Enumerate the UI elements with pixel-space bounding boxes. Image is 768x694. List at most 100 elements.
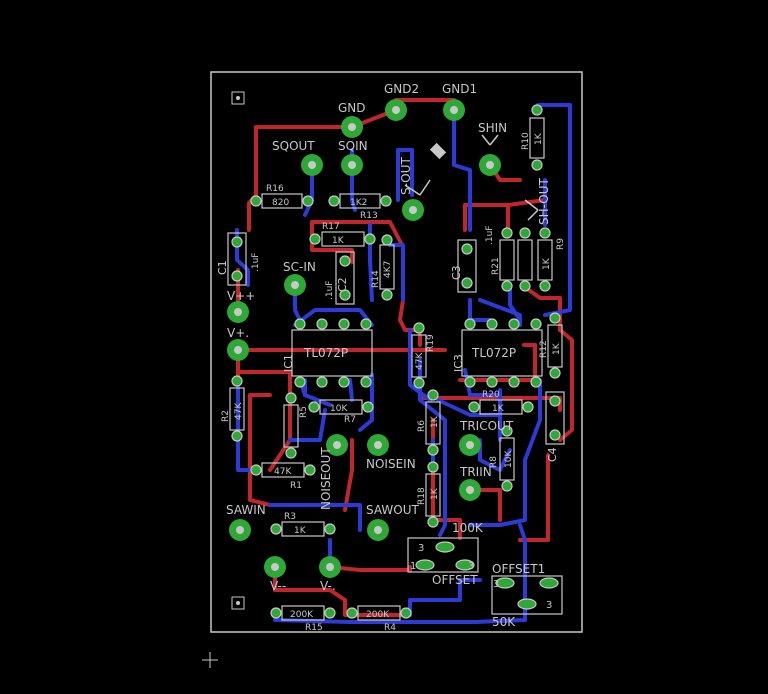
pad-sawin: [229, 519, 251, 541]
value-r8: 10K: [504, 450, 514, 468]
value-r6: 1K: [430, 415, 440, 428]
label-gnd: GND: [338, 101, 366, 115]
ref-c4: C4: [546, 447, 559, 462]
value-r12: 1K: [552, 342, 562, 355]
origin-cross: [202, 652, 218, 668]
ref-r10: R10: [521, 132, 531, 150]
label-gnd1: GND1: [442, 82, 477, 96]
value-ic1: TL072P: [303, 346, 348, 360]
label-sawin: SAWIN: [226, 503, 266, 517]
value-r17: 1K: [332, 236, 345, 246]
ref-r19: R19: [426, 334, 436, 352]
pad-vmm: [264, 556, 286, 578]
label-sh-out: SH-OUT: [537, 177, 551, 225]
ref-r2: R2: [221, 410, 231, 422]
ref-r20: R20: [482, 390, 500, 400]
value-r3: 1K: [294, 526, 307, 536]
ref-r7: R7: [344, 415, 356, 425]
net-labels: GND GND2 GND1 SHIN SQOUT SQIN S-OUT SH-O…: [226, 82, 552, 629]
value-r9: 1K: [542, 257, 552, 270]
ref-r12: R12: [539, 340, 549, 358]
value-r16: 820: [272, 198, 289, 208]
ref-ic3: IC3: [452, 354, 465, 372]
label-gnd2: GND2: [384, 82, 419, 96]
pad-vm: [319, 556, 341, 578]
ref-r9: R9: [556, 238, 566, 250]
label-triin: TRIIN: [459, 465, 492, 479]
ref-r14: R14: [371, 270, 381, 288]
label-vmm: V--: [270, 579, 286, 593]
label-sqout: SQOUT: [272, 139, 315, 153]
value-r4: 200K: [366, 610, 390, 620]
pad-shin: [479, 154, 501, 176]
silkscreen-outlines: [227, 117, 565, 621]
pad-gnd1: [443, 99, 465, 121]
pad-gnd: [341, 116, 363, 138]
ref-r6: R6: [417, 420, 427, 432]
pad-vp: [227, 339, 249, 361]
pad-sc-in: [284, 274, 306, 296]
label-offset: OFFSET: [432, 573, 478, 587]
component-labels: R16 820 1K2 R13 R17 1K 4K7 R14 R10 1K R2…: [216, 132, 566, 633]
value-r1: 47K: [274, 467, 292, 477]
ref-r1: R1: [290, 481, 302, 491]
label-noisein: NOISEIN: [366, 457, 416, 471]
ref-c3: C3: [450, 265, 463, 280]
ref-r18: R18: [417, 487, 427, 505]
label-pot-50k: 50K: [492, 615, 516, 629]
label-s-out: S-OUT: [399, 156, 413, 195]
pad-vpp: [227, 301, 249, 323]
ref-c1: C1: [216, 260, 229, 275]
pad-noiseout: [326, 434, 348, 456]
ref-r4: R4: [384, 623, 396, 633]
board-outline: [210, 71, 583, 633]
label-sc-in: SC-IN: [283, 260, 316, 274]
pad-sqin: [341, 154, 363, 176]
pot-pin-label: 1: [410, 561, 416, 572]
ref-c2: C2: [336, 277, 349, 292]
value-c3: .1uF: [485, 226, 495, 245]
ref-r13: R13: [360, 211, 378, 221]
label-pot-100k: 100K: [452, 521, 484, 535]
value-r13: 1K2: [350, 198, 367, 208]
pad-sqout: [301, 154, 323, 176]
ref-r8: R8: [489, 456, 499, 468]
pot-pin-label: 3: [468, 561, 474, 572]
value-r15: 200K: [290, 610, 314, 620]
label-sawout: SAWOUT: [366, 503, 419, 517]
label-tricout: TRICOUT: [459, 419, 514, 433]
pad-tricout: [459, 434, 481, 456]
ref-r5: R5: [299, 406, 309, 418]
mounting-hole-marker: [231, 91, 245, 105]
pad-triin: [459, 479, 481, 501]
label-noiseout: NOISEOUT: [319, 447, 333, 510]
pot-pin-label: 3: [546, 600, 552, 611]
value-c1: .1uF: [251, 253, 261, 272]
ref-r21: R21: [491, 257, 501, 275]
value-r14: 4K7: [383, 261, 393, 278]
value-r18: 1K: [430, 487, 440, 500]
value-r7: 10K: [330, 404, 348, 414]
value-r20: 1K: [492, 404, 505, 414]
value-c2: .1uF: [325, 281, 335, 300]
value-r2: 47K: [234, 402, 244, 420]
ref-r15: R15: [305, 623, 323, 633]
connector-pads: [227, 99, 501, 578]
label-shin: SHIN: [478, 121, 507, 135]
silkscreen-arrows: [404, 134, 539, 221]
mounting-hole-marker: [231, 596, 245, 610]
pot-pin-label: 3: [493, 579, 499, 590]
label-offset1: OFFSET1: [492, 562, 545, 576]
ref-ic1: IC1: [282, 354, 295, 372]
pad-noisein: [367, 434, 389, 456]
label-vm: V-.: [320, 579, 336, 593]
value-r10: 1K: [534, 132, 544, 145]
ref-r3: R3: [284, 512, 296, 522]
pot-pin-label: 3: [418, 543, 424, 554]
label-vp: V+.: [227, 326, 249, 340]
value-ic3: TL072P: [471, 346, 516, 360]
ref-r16: R16: [266, 184, 284, 194]
component-pads: [231, 104, 561, 619]
pad-gnd2: [385, 99, 407, 121]
